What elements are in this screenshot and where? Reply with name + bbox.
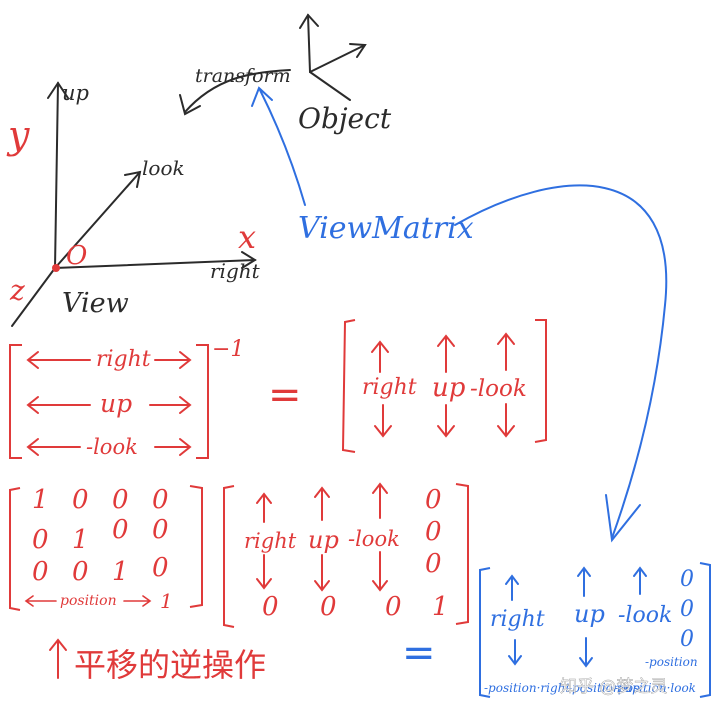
result-bottom-up: -position·up [568,681,640,695]
rot4-col-look: -look [348,527,400,551]
result-equals-sign: = [402,630,436,676]
object-axis-depth [309,71,351,101]
left-matrix-bracket-close [196,344,209,459]
rot4-entry: 0 [320,592,337,622]
transform-label: transform [195,65,291,87]
rot4-entry: 0 [425,517,442,547]
view-axis-x-head [241,251,257,269]
axis-label-x: x [238,218,256,256]
rot4-entry: 0 [425,485,442,515]
right-matrix-bracket-close [534,319,547,443]
row-arrows [26,351,192,456]
axis-label-y: y [6,113,30,157]
result-col-up: up [574,600,605,628]
position-arrows [24,595,152,607]
t-entry: 0 [112,485,129,515]
t-entry: 0 [32,557,49,587]
result-bottom-right: -position·right [484,681,570,695]
object-axes [299,13,367,101]
object-axis-right-head [349,43,367,58]
result-entry: 0 [680,627,694,652]
view-axis-look-head [124,170,142,188]
object-axis-up [307,14,311,73]
rot4-entry: 0 [425,549,442,579]
object-label: Object [298,102,392,135]
translation-last-entry: 1 [160,589,173,613]
t-entry: 0 [112,515,129,545]
rotation-4x4-arrows [256,482,388,592]
result-bottom-look: -position·look [614,681,696,695]
row-label-right: right [96,347,151,372]
object-axis-right [309,44,366,73]
position-label: position [60,593,117,609]
t-entry: 0 [72,557,89,587]
view-label: View [62,288,129,319]
t-entry: 0 [72,485,89,515]
transform-arrow [179,69,291,116]
t-entry: 0 [152,485,169,515]
viewmatrix-to-result-arrow [454,184,668,543]
axis-label-right: right [210,259,261,283]
viewmatrix-label: ViewMatrix [298,211,474,246]
axis-label-up: up [62,81,89,105]
view-axis-y [54,82,59,269]
rot4-entry: 0 [385,592,402,622]
t-entry: 0 [32,525,49,555]
annotation-text: 平移的逆操作 [74,646,266,684]
view-origin-dot [52,264,60,272]
row-label-look: -look [86,435,138,459]
translation-matrix-entries: 1 0 0 0 0 1 0 0 0 0 1 0 [32,485,169,587]
result-arrows [505,566,647,668]
left-matrix-bracket-open [9,344,22,459]
rotation-equals-sign: = [268,372,302,418]
axis-label-z: z [9,274,25,307]
rotation-inverse-equation: right up -look −1 = right up -look [9,319,547,459]
view-axis-look [54,171,141,269]
right-matrix-bracket-open [341,319,356,453]
t-entry: 0 [152,515,169,545]
view-axis-z [11,267,56,327]
col-label-right: right [362,375,417,400]
t-entry: 1 [112,557,129,587]
view-axis-x [54,259,256,269]
result-position-note: -position [645,655,698,669]
origin-label: O [66,241,87,271]
object-axis-up-head [299,13,319,29]
t-entry: 1 [72,525,89,555]
rot4-col-right: right [244,529,297,553]
t-entry: 0 [152,553,169,583]
translation-matrix: 1 0 0 0 0 1 0 0 0 0 1 0 position 1 [9,485,203,613]
result-entry: 0 [680,567,694,592]
col-label-up: up [432,373,466,403]
rot4-col-up: up [308,526,339,554]
rot4-entry: 0 [262,592,279,622]
col-label-look: -look [470,376,527,402]
t-entry: 1 [32,485,49,515]
watermark: 知乎 @梦之灵 [560,677,667,697]
rotation-4x4-matrix: right up -look 0 0 0 0 0 0 1 [223,482,469,628]
viewmatrix-to-transform-arrow [251,86,306,206]
result-entry: 0 [680,597,694,622]
annotation-arrow [49,638,67,679]
result-col-look: -look [618,603,672,628]
inverse-exponent: −1 [212,337,244,362]
row-label-up: up [100,389,132,418]
result-col-right: right [490,607,545,632]
view-axes [11,81,257,327]
column-arrows [371,332,515,438]
result-matrix: right up -look 0 0 0 -position -position… [479,562,711,698]
axis-label-look: look [142,156,185,180]
rot4-entry: 1 [432,592,449,622]
view-axis-y-head [47,81,69,99]
